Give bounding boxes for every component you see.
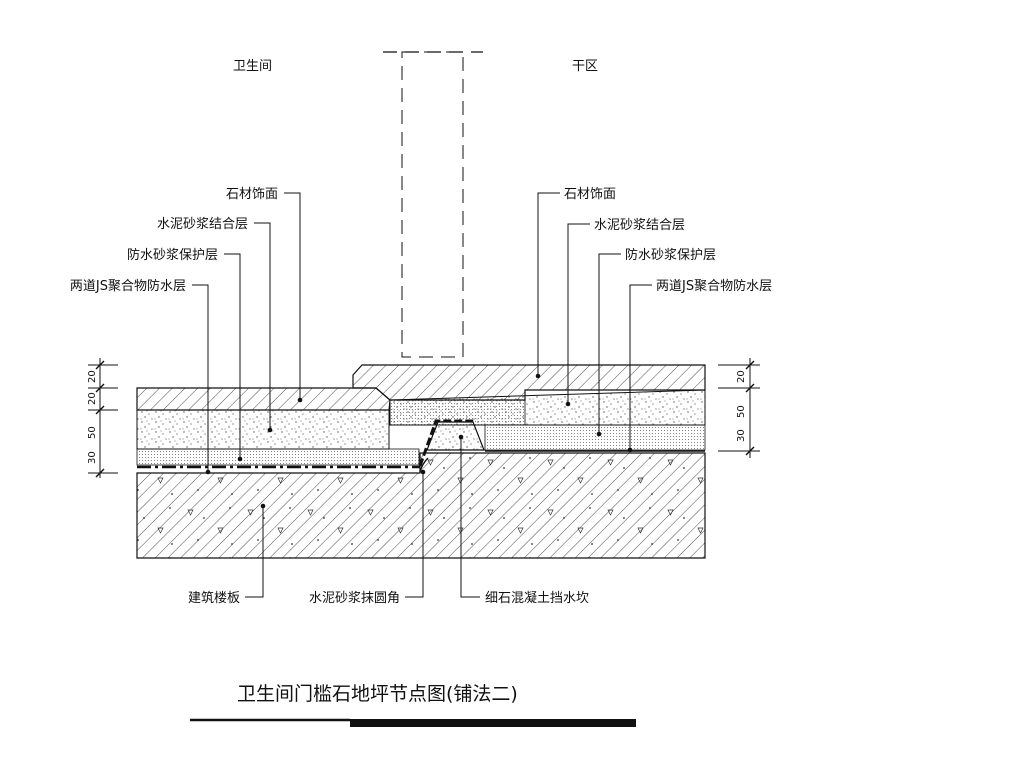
dim-left-50: 50 [87,426,98,439]
label-right-js-waterproof: 两道JS聚合物防水层 [656,278,772,294]
bonding-layer-left [136,409,390,450]
protective-mortar-left [136,448,420,466]
stone-finish-threshold [352,364,706,401]
zone-label-bathroom: 卫生间 [233,59,272,74]
dim-right-20: 20 [736,370,747,383]
dimension-chain-right [718,358,760,458]
leader-lines-bottom [245,434,480,598]
label-structural-slab: 建筑楼板 [188,590,240,606]
zone-label-dry-area: 干区 [572,59,598,74]
curb-waterproof-wrap [418,419,475,467]
dim-left-20-top: 20 [87,370,98,383]
label-left-protective-mortar: 防水砂浆保护层 [127,247,218,263]
concrete-curb [426,421,485,451]
leader-lines-right [535,192,652,453]
structural-slab [136,452,706,559]
dim-left-20-second: 20 [87,392,98,405]
dim-left-30: 30 [87,451,98,464]
label-left-bonding-layer: 水泥砂浆结合层 [157,217,248,232]
label-right-protective-mortar: 防水砂浆保护层 [625,247,716,263]
label-left-stone-finish: 石材饰面 [226,187,278,202]
label-mortar-fillet: 水泥砂浆抹圆角 [309,591,400,606]
dimension-chain-left [88,358,118,478]
stone-finish-left [136,387,391,411]
dim-right-50: 50 [736,405,747,418]
leader-lines-left [192,192,303,475]
mortar-fillet-corner [419,457,429,473]
label-left-js-waterproof: 两道JS聚合物防水层 [70,278,186,294]
dim-right-30: 30 [736,429,747,442]
door-frame-outline [383,51,483,358]
label-right-stone-finish: 石材饰面 [564,187,616,202]
protective-mortar-right [484,424,706,451]
drawing-title: 卫生间门槛石地坪节点图(铺法二) [237,683,518,705]
label-right-bonding-layer: 水泥砂浆结合层 [594,218,685,233]
label-concrete-curb: 细石混凝土挡水坎 [485,590,589,606]
